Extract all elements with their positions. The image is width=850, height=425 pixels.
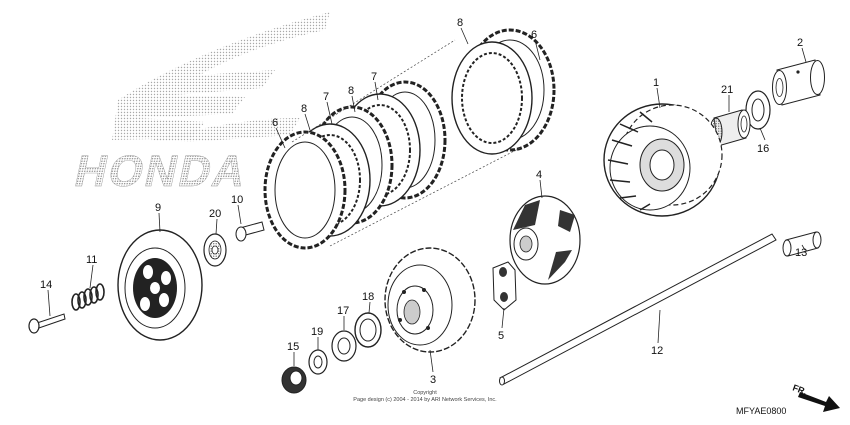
callout-10: 10 bbox=[231, 194, 243, 206]
callout-3: 3 bbox=[430, 374, 436, 386]
bolt-part-14 bbox=[28, 313, 66, 334]
callout-4: 4 bbox=[536, 169, 542, 181]
copyright-title: Copyright bbox=[413, 390, 437, 396]
judder-spring-part-18 bbox=[354, 312, 382, 348]
callout-5: 5 bbox=[498, 330, 504, 342]
alignment-lines bbox=[291, 39, 521, 247]
callout-20: 20 bbox=[209, 208, 221, 220]
bearing-part-20 bbox=[203, 233, 227, 267]
washer-part-19 bbox=[308, 349, 328, 375]
callout-7-lower: 7 bbox=[323, 91, 329, 103]
callout-2: 2 bbox=[797, 37, 803, 49]
callout-13: 13 bbox=[795, 247, 807, 259]
callout-6-front: 6 bbox=[272, 117, 278, 129]
callout-1: 1 bbox=[653, 77, 659, 89]
callout-9: 9 bbox=[155, 202, 161, 214]
lifter-plate-part-5 bbox=[492, 261, 517, 311]
callout-21: 21 bbox=[721, 84, 733, 96]
copyright-text: Page design (c) 2004 - 2014 by ARI Netwo… bbox=[353, 397, 497, 403]
callout-11: 11 bbox=[86, 254, 97, 266]
washer-part-16 bbox=[745, 90, 771, 130]
callout-17: 17 bbox=[337, 305, 349, 317]
callout-6-rear: 6 bbox=[531, 29, 537, 41]
front-direction-label: FR. bbox=[791, 382, 808, 396]
diagram-code: MFYAE0800 bbox=[736, 406, 786, 416]
push-rod-part-12 bbox=[499, 233, 777, 386]
callout-15: 15 bbox=[287, 341, 299, 353]
lock-nut-part-15 bbox=[281, 366, 307, 394]
callout-8-middle: 8 bbox=[348, 85, 354, 97]
pressure-plate-part-4 bbox=[509, 195, 581, 285]
thrust-washer-part-17 bbox=[331, 330, 357, 362]
callout-7-upper: 7 bbox=[371, 71, 377, 83]
callout-19: 19 bbox=[311, 326, 323, 338]
callout-8-front: 8 bbox=[301, 103, 307, 115]
lifter-plate-part-9 bbox=[117, 229, 203, 341]
clutch-spring-part-11 bbox=[71, 283, 105, 311]
callout-18: 18 bbox=[362, 291, 374, 303]
callout-labels: 1 2 3 4 5 6 6 7 7 8 8 8 9 10 11 12 13 14… bbox=[40, 17, 807, 386]
callout-14: 14 bbox=[40, 279, 52, 291]
front-direction-arrow-icon bbox=[798, 392, 840, 412]
callout-8-rear: 8 bbox=[457, 17, 463, 29]
clutch-center-part-3 bbox=[384, 247, 476, 353]
sleeve-part-13 bbox=[782, 231, 822, 257]
friction-disc-part-6-front bbox=[263, 130, 347, 250]
honda-watermark-text: HONDA bbox=[70, 147, 252, 196]
clutch-outer-part-1 bbox=[603, 103, 723, 217]
collar-part-2 bbox=[772, 59, 825, 106]
leader-lines bbox=[47, 27, 807, 373]
callout-12: 12 bbox=[651, 345, 663, 357]
honda-wing-logo bbox=[112, 12, 330, 142]
bolt-part-10 bbox=[235, 221, 265, 242]
steel-plate-part-8-rear bbox=[451, 41, 533, 155]
svg-text:HONDA: HONDA bbox=[70, 147, 252, 195]
callout-16: 16 bbox=[757, 143, 769, 155]
